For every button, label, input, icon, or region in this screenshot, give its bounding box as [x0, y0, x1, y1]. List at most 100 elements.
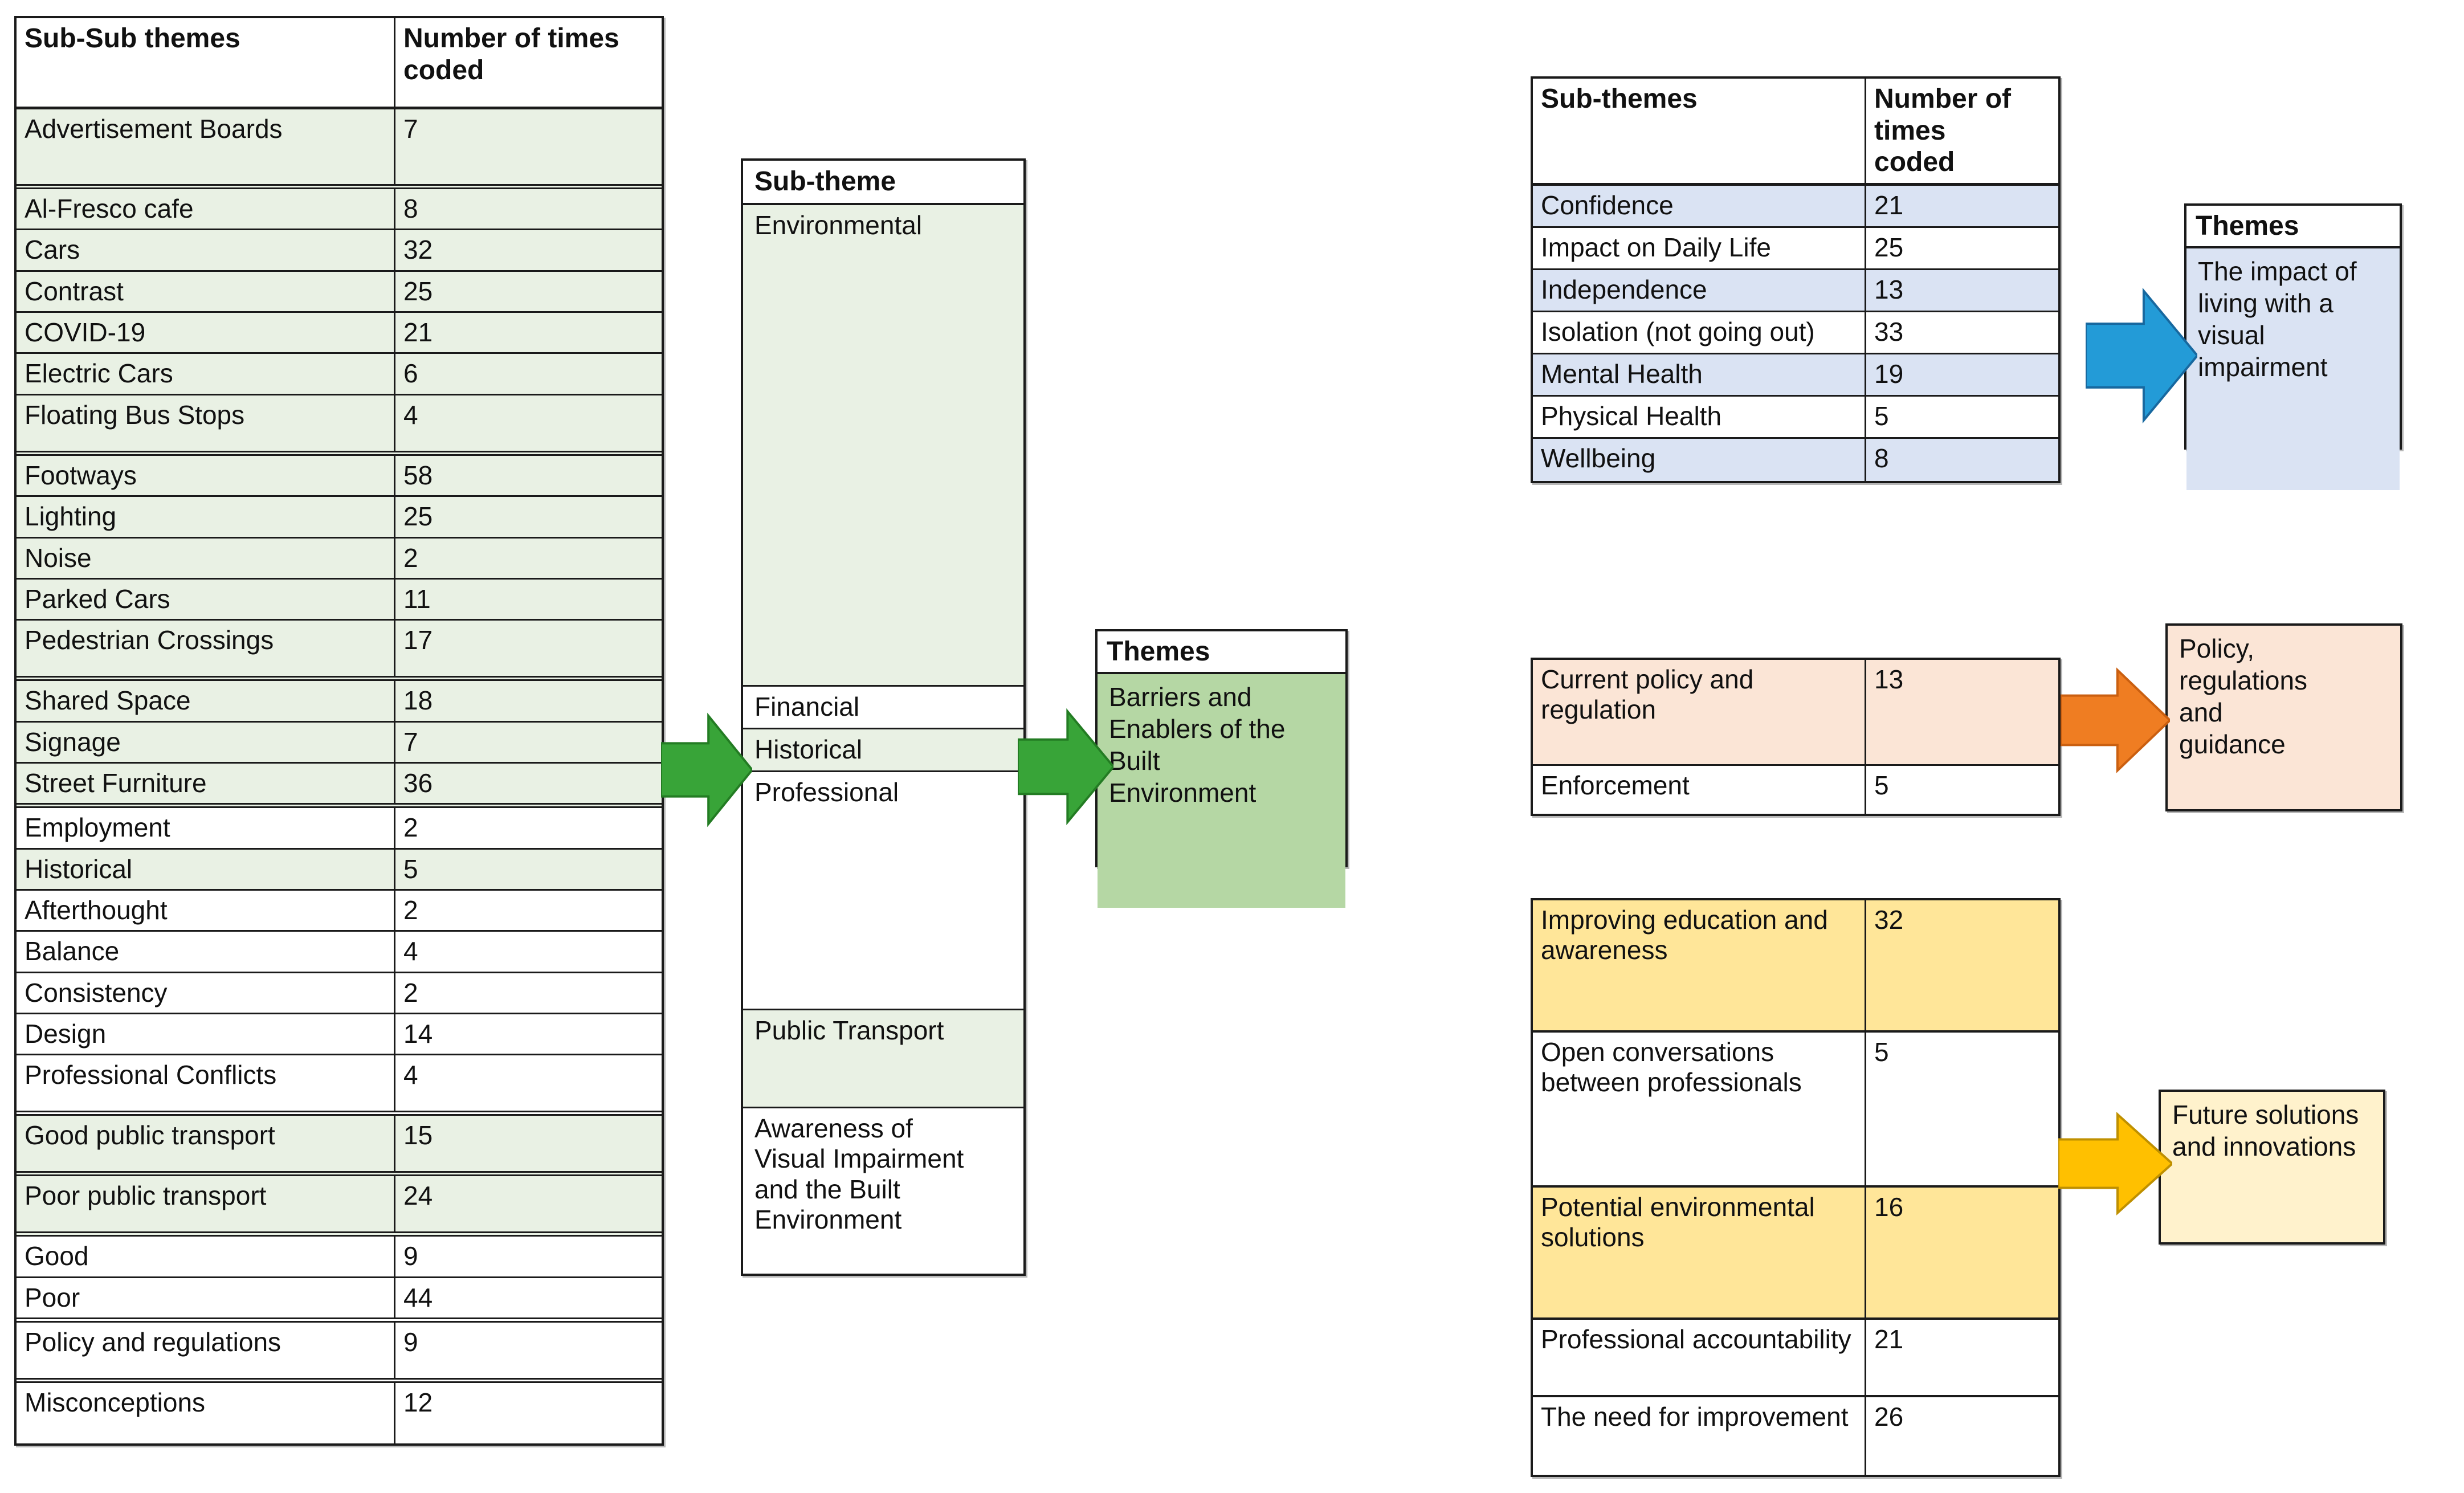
times-coded-value: 18 [403, 686, 433, 716]
table-row: Lighting 25 [17, 497, 662, 539]
table-row: Street Furniture 36 [17, 763, 662, 809]
sub-sub-theme-label: Poor public transport [17, 1176, 395, 1232]
sub-sub-theme-label: Good public transport [17, 1116, 395, 1172]
green-right-arrow-icon [1018, 708, 1113, 826]
sub-sub-theme-label: Professional Conflicts [17, 1055, 395, 1111]
sub-theme-label: Wellbeing [1533, 439, 1866, 482]
table-row: Physical Health 5 [1533, 397, 2058, 439]
times-coded-value: 58 [403, 460, 433, 490]
times-coded-value: 32 [403, 235, 433, 265]
times-coded-value: 4 [403, 399, 418, 430]
sub-theme-label: Current policy and regulation [1533, 660, 1866, 764]
sub-theme-label: Professional accountability [1533, 1320, 1866, 1395]
sub-sub-theme-label: COVID-19 [17, 313, 395, 353]
theme-box-future-solutions: Future solutions and innovations [2159, 1090, 2385, 1245]
sub-sub-theme-label: Balance [17, 932, 395, 972]
sub-sub-theme-label: Pedestrian Crossings [17, 621, 395, 676]
sub-theme-label: Environmental [754, 210, 923, 240]
table-row: Cars 32 [17, 230, 662, 272]
times-coded-value: 44 [403, 1282, 433, 1312]
sub-sub-theme-label: Contrast [17, 271, 395, 312]
times-coded-value: 14 [403, 1019, 433, 1049]
policy-sub-themes-table: Current policy and regulation 13 Enforce… [1531, 658, 2061, 816]
sub-theme-label: Improving education and awareness [1533, 900, 1866, 1030]
times-coded-value: 4 [403, 1060, 418, 1090]
table-row: Public Transport [743, 1010, 1023, 1108]
table-row: COVID-19 21 [17, 313, 662, 354]
theme-box-policy: Policy, regulations and guidance [2165, 623, 2402, 811]
sub-theme-label: Isolation (not going out) [1533, 312, 1866, 353]
times-coded-value: 13 [1874, 664, 1904, 694]
table-row: Contrast 25 [17, 271, 662, 313]
blue-right-arrow-icon [2086, 287, 2197, 425]
table-row: Employment 2 [17, 808, 662, 850]
sub-theme-header-row: Sub-theme [743, 161, 1023, 205]
times-coded-value: 25 [403, 276, 433, 306]
times-coded-value: 8 [403, 194, 418, 223]
sub-sub-themes-column-header: Sub-Sub themes [17, 18, 395, 107]
theme-built-environment-label: Barriers and Enablers of the Built Envir… [1098, 674, 1345, 908]
table-row: Professional [743, 772, 1023, 1010]
table-row: Environmental [743, 205, 1023, 687]
table-row: Independence 13 [1533, 270, 2058, 313]
table-row: Good public transport 15 [17, 1116, 662, 1177]
table-row: The need for improvement 26 [1533, 1397, 2058, 1475]
sub-theme-label: Awareness of Visual Impairment and the B… [754, 1113, 964, 1235]
table-row: Balance 4 [17, 932, 662, 973]
table-row: Footways 58 [17, 455, 662, 497]
times-coded-value: 5 [1874, 401, 1889, 431]
sub-theme-label: Professional [754, 777, 899, 807]
times-coded-value: 12 [403, 1388, 433, 1418]
sub-themes-table: Sub-themes Number of times coded Confide… [1531, 76, 2061, 484]
sub-sub-theme-label: Design [17, 1014, 395, 1054]
times-coded-value: 7 [403, 727, 418, 757]
table-row: Pedestrian Crossings 17 [17, 621, 662, 682]
times-coded-value: 26 [1874, 1402, 1904, 1431]
times-coded-value: 11 [403, 584, 431, 614]
times-coded-value: 7 [403, 114, 418, 144]
table-row: Historical 5 [17, 849, 662, 891]
sub-theme-label: The need for improvement [1533, 1397, 1866, 1475]
sub-sub-themes-table: Sub-Sub themes Number of times coded Adv… [14, 16, 664, 1446]
table-row: Confidence 21 [1533, 186, 2058, 229]
times-coded-value: 8 [1874, 443, 1889, 474]
theme-future-solutions-label: Future solutions and innovations [2161, 1092, 2383, 1242]
table-row: Current policy and regulation 13 [1533, 660, 2058, 766]
sub-sub-theme-label: Shared Space [17, 681, 395, 721]
times-coded-value: 25 [403, 501, 433, 532]
table-row: Enforcement 5 [1533, 766, 2058, 814]
table-row: Afterthought 2 [17, 891, 662, 932]
sub-sub-theme-label: Policy and regulations [17, 1323, 395, 1378]
table-row: Wellbeing 8 [1533, 439, 2058, 482]
times-coded-value: 9 [403, 1241, 418, 1271]
table-row: Noise 2 [17, 538, 662, 580]
table-row: Shared Space 18 [17, 681, 662, 723]
sub-themes-rows: Confidence 21 Impact on Daily Life 25 In… [1533, 186, 2058, 482]
yellow-right-arrow-icon [2058, 1111, 2172, 1216]
times-coded-value: 2 [403, 542, 418, 573]
table-row: Electric Cars 6 [17, 354, 662, 395]
sub-sub-theme-label: Misconceptions [17, 1383, 395, 1444]
sub-theme-column-header: Sub-theme [754, 166, 896, 197]
times-coded-value: 15 [403, 1120, 433, 1151]
sub-theme-label: Historical [754, 735, 863, 764]
themes-box-header: Themes [1098, 631, 1345, 674]
times-coded-value: 25 [1874, 232, 1904, 263]
sub-themes-column-header: Sub-themes [1533, 79, 1866, 183]
sub-sub-theme-label: Noise [17, 538, 395, 578]
times-coded-value: 2 [403, 813, 418, 843]
sub-sub-theme-label: Electric Cars [17, 354, 395, 394]
times-coded-value: 17 [403, 625, 433, 655]
solutions-rows: Improving education and awareness 32 Ope… [1533, 900, 2058, 1475]
times-coded-value: 9 [403, 1327, 418, 1357]
sub-sub-theme-label: Floating Bus Stops [17, 395, 395, 451]
times-coded-value: 16 [1874, 1192, 1904, 1222]
orange-right-arrow-icon [2061, 667, 2170, 774]
table-row: Misconceptions 12 [17, 1383, 662, 1444]
sub-sub-theme-label: Consistency [17, 973, 395, 1013]
sub-theme-label: Physical Health [1533, 397, 1866, 438]
sub-sub-theme-label: Street Furniture [17, 763, 395, 803]
table-row: Financial [743, 687, 1023, 729]
sub-theme-rows: Environmental Financial Historical Profe… [743, 205, 1023, 1274]
